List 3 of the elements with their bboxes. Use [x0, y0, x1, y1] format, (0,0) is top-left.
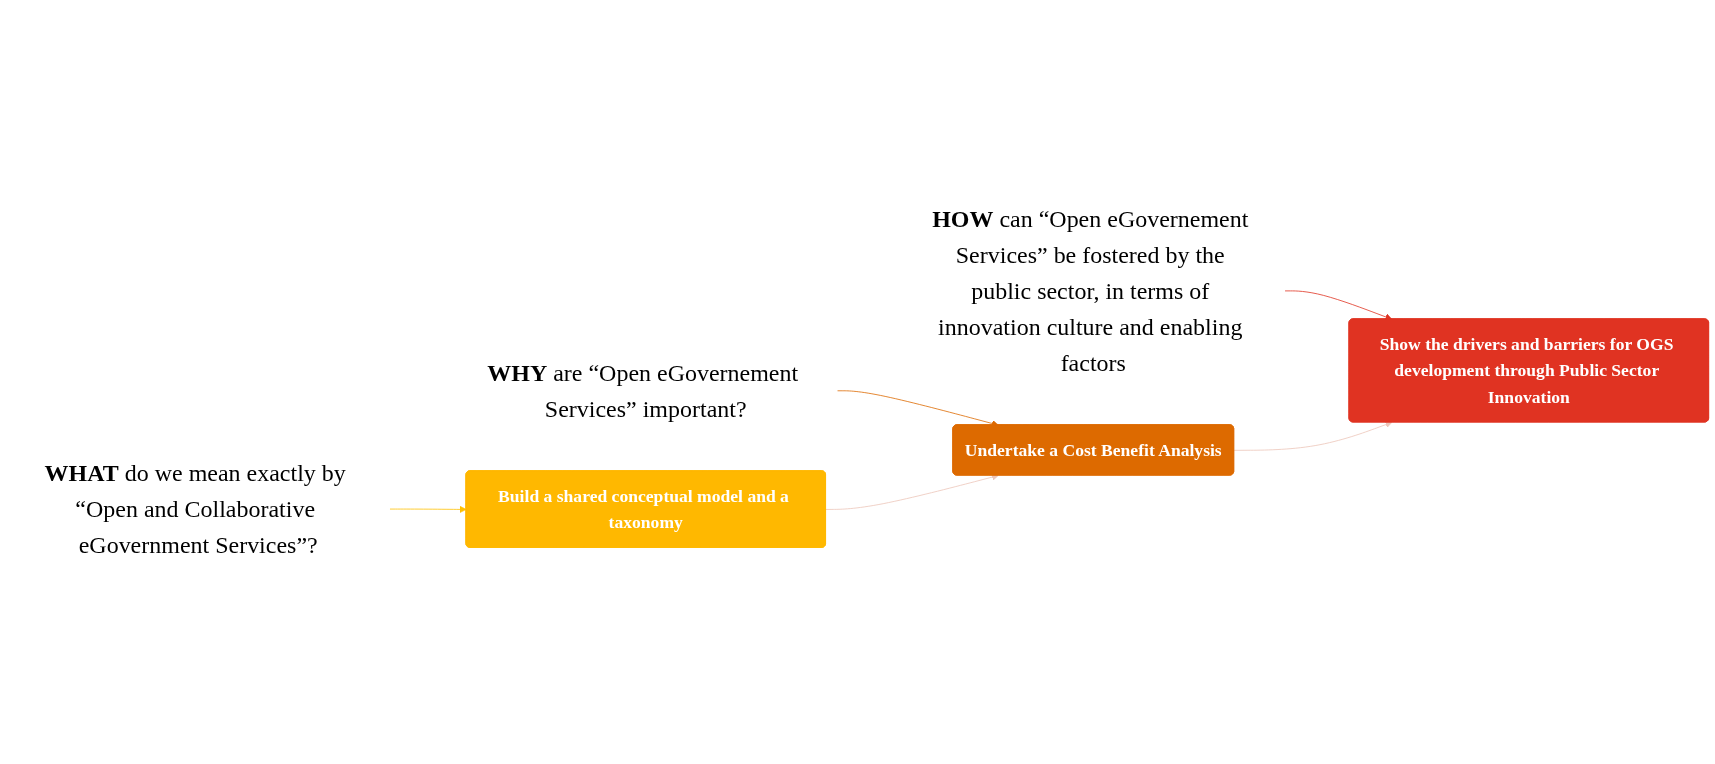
node-text: HOW can “Open eGovernement Services” be fostered by the public sector, in terms of innovation culture and enabling factors: [932, 205, 1249, 377]
node-text: WHY are “Open eGovernement Services” important?: [487, 359, 799, 422]
node-text: WHAT do we mean exactly by “Open and Collaborative eGovernment Services”?: [44, 459, 346, 559]
